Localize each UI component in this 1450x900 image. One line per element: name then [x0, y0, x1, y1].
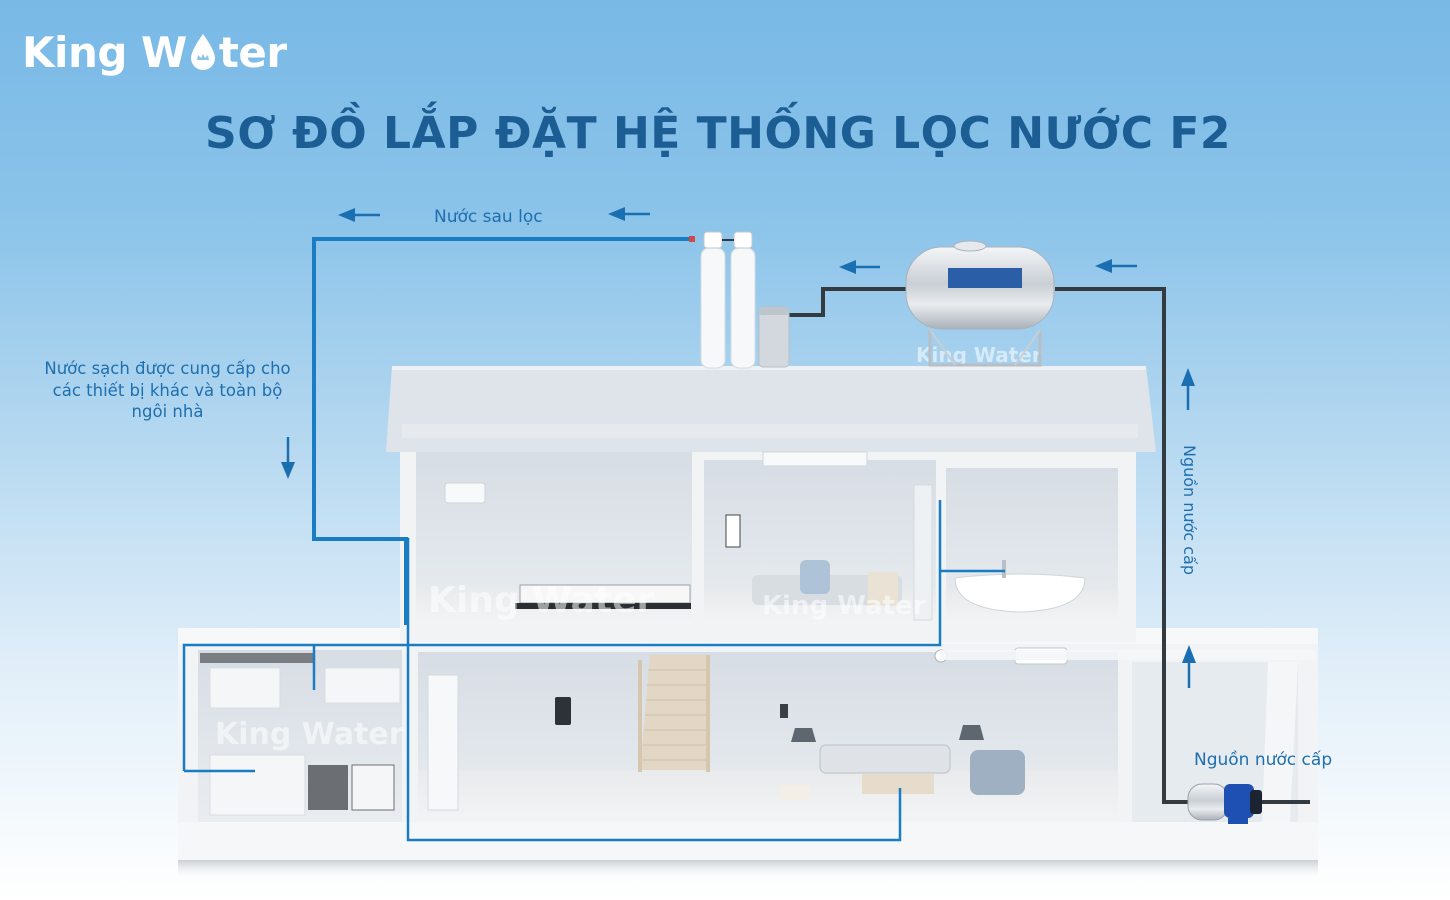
label-source-bottom: Nguồn nước cấp [1194, 750, 1333, 770]
door [427, 674, 459, 811]
svg-text:King Water: King Water [916, 343, 1042, 367]
coffee-table [862, 774, 934, 794]
label-house-supply: Nước sạch được cung cấp cho các thiết bị… [44, 359, 291, 421]
arrow-left-icon [338, 208, 380, 222]
logo-text-suffix: ter [218, 28, 287, 77]
house-roof [386, 366, 1156, 452]
sofa [819, 744, 951, 774]
armchair [970, 750, 1025, 795]
ground-shadow [178, 858, 1318, 880]
svg-text:King Water: King Water [428, 580, 655, 621]
interior-details [200, 451, 1315, 816]
arrow-left-icon [839, 260, 880, 274]
water-drop-crown-icon [188, 32, 218, 70]
salt-tank [758, 306, 790, 368]
flow-arrows [281, 207, 1196, 688]
water-pump [1187, 783, 1262, 824]
chair [800, 560, 830, 594]
arrow-down-icon [281, 437, 295, 479]
ceiling-vent [762, 451, 868, 467]
air-conditioner [444, 482, 486, 504]
stainless-water-tank [905, 240, 1055, 367]
arrow-up-icon [1182, 645, 1196, 688]
kitchen-appliance [308, 765, 348, 810]
clean-water-pipe [182, 237, 1005, 842]
water-heater [725, 514, 741, 548]
svg-text:King Water: King Water [215, 717, 404, 752]
arrow-up-icon [1181, 368, 1195, 410]
bathtub [954, 573, 1086, 613]
label-after-filter: Nước sau lọc [434, 207, 543, 227]
logo-text-prefix: King W [22, 28, 187, 77]
kitchen-cabinet [209, 667, 281, 709]
brand-logo: King W ter [22, 28, 287, 77]
watermarks: King Water King Water King Water King Wa… [215, 343, 1042, 752]
page-title: SƠ ĐỒ LẮP ĐẶT HỆ THỐNG LỌC NƯỚC F2 [205, 108, 1231, 159]
label-source-vertical: Nguồn nước cấp [1180, 445, 1199, 575]
lamp [791, 728, 816, 742]
lamp [959, 725, 984, 740]
arrow-left-icon [1095, 259, 1137, 273]
filter-columns [689, 231, 756, 369]
arrow-left-icon [608, 207, 650, 221]
svg-text:King Water: King Water [762, 591, 926, 621]
wall-purifier [555, 697, 571, 725]
staircase [638, 655, 710, 772]
